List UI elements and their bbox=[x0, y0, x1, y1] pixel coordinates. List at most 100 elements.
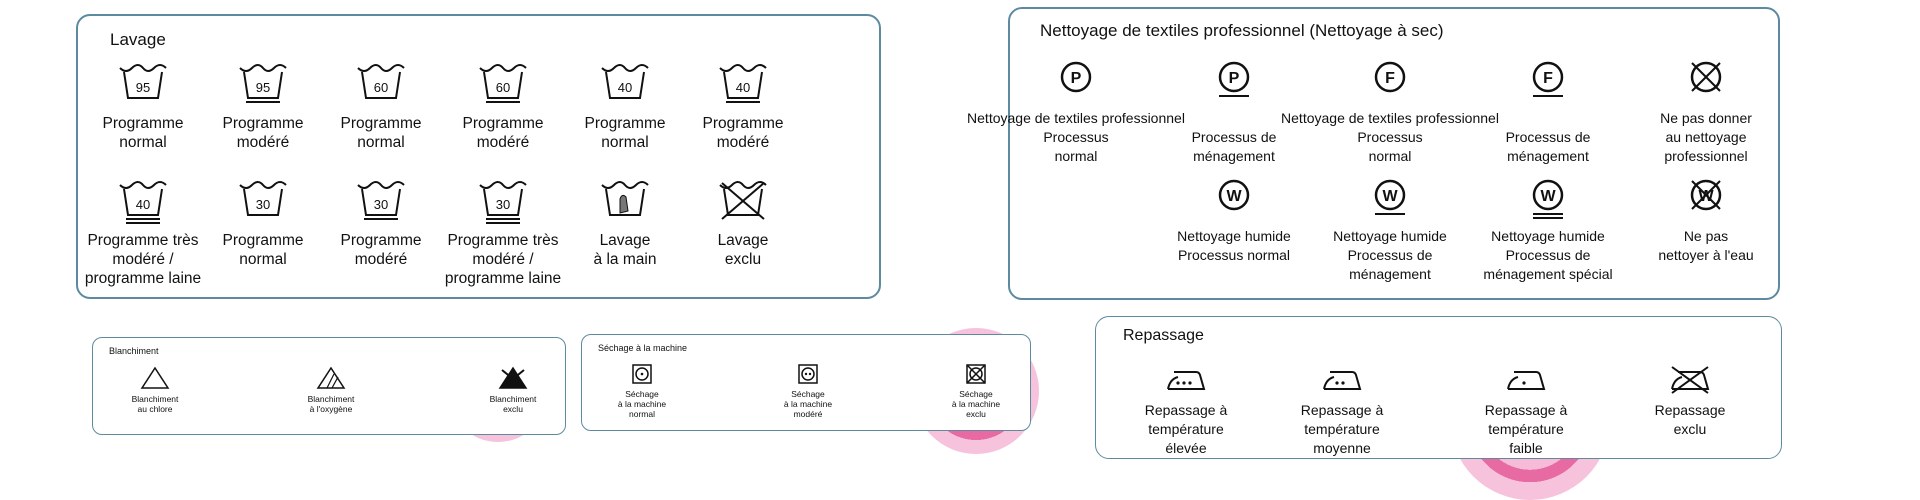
pro-clean-f-icon: F bbox=[1374, 61, 1406, 93]
panel-nettoyage: Nettoyage de textiles professionnel (Net… bbox=[967, 7, 1781, 300]
nettoyage-symbol-4: Ne pas donner au nettoyage professionnel bbox=[1631, 59, 1781, 166]
nettoyage-symbol-5: W Nettoyage humide Processus normal bbox=[1159, 177, 1309, 265]
symbol-label: Repassage à température faible bbox=[1484, 402, 1568, 456]
symbol-label: Programme normal bbox=[222, 232, 304, 268]
svg-text:40: 40 bbox=[736, 80, 750, 95]
symbol-label: Blanchiment à l'oxygène bbox=[307, 394, 355, 414]
symbol-label: Programme modéré bbox=[222, 115, 304, 151]
nettoyage-symbol-2: F Nettoyage de textiles professionnel Pro… bbox=[1255, 59, 1525, 166]
panel-title-repassage: Repassage bbox=[1123, 327, 1204, 344]
sechage-symbol-2: Séchage à la machine exclu bbox=[926, 363, 1026, 419]
pro-clean-w-icon: W bbox=[1532, 179, 1564, 219]
repassage-symbol-1: Repassage à température moyenne bbox=[1282, 365, 1402, 458]
svg-text:95: 95 bbox=[136, 80, 150, 95]
pro-clean-p-icon: P bbox=[1218, 61, 1250, 97]
bleach-chlore-icon bbox=[140, 366, 170, 389]
symbol-label: Repassage à température élevée bbox=[1144, 402, 1228, 456]
svg-text:30: 30 bbox=[256, 197, 270, 212]
panel-title-sechage: Séchage à la machine bbox=[598, 343, 688, 353]
pro-clean-p-icon: P bbox=[1060, 61, 1092, 93]
pro-clean-w-icon: W bbox=[1218, 179, 1250, 211]
tumble-dry-crossed-icon bbox=[966, 364, 986, 384]
symbol-label: Repassage à température moyenne bbox=[1300, 402, 1384, 456]
symbol-label: Séchage à la machine exclu bbox=[951, 389, 1001, 419]
symbol-label: Ne pas donner au nettoyage professionnel bbox=[1660, 110, 1752, 164]
wash-tub-icon: 30 bbox=[239, 181, 287, 216]
svg-text:30: 30 bbox=[496, 197, 510, 212]
iron-crossed-icon bbox=[1671, 366, 1710, 394]
symbol-label: Blanchiment exclu bbox=[489, 394, 537, 414]
tumble-dry-icon bbox=[632, 364, 652, 384]
symbol-label: Ne pas nettoyer à l'eau bbox=[1658, 228, 1754, 263]
hand-wash-icon bbox=[601, 181, 649, 216]
blanchiment-symbol-2: Blanchiment exclu bbox=[463, 366, 563, 414]
panel-title-nettoyage: Nettoyage de textiles professionnel (Net… bbox=[1040, 21, 1444, 40]
svg-text:60: 60 bbox=[374, 80, 388, 95]
symbol-label: Programme modéré bbox=[340, 232, 422, 268]
symbol-label: Programme normal bbox=[340, 115, 422, 151]
blanchiment-symbol-1: Blanchiment à l'oxygène bbox=[281, 366, 381, 414]
wash-tub-icon: 40 bbox=[119, 181, 167, 224]
sechage-symbol-0: Séchage à la machine normal bbox=[592, 363, 692, 419]
wash-tub-icon: 30 bbox=[357, 181, 405, 220]
sechage-symbol-1: Séchage à la machine modéré bbox=[758, 363, 858, 419]
svg-text:P: P bbox=[1071, 70, 1082, 87]
symbol-label: Programme très modéré / programme laine bbox=[444, 232, 562, 287]
symbol-label: Séchage à la machine normal bbox=[617, 389, 667, 419]
symbol-label: Nettoyage humide Processus normal bbox=[1177, 228, 1291, 263]
repassage-symbol-0: Repassage à température élevée bbox=[1126, 365, 1246, 458]
no-professional-clean-icon bbox=[1690, 61, 1722, 93]
svg-text:W: W bbox=[1540, 188, 1556, 205]
panel-title-blanchiment: Blanchiment bbox=[109, 346, 159, 356]
svg-text:F: F bbox=[1543, 70, 1553, 87]
svg-text:60: 60 bbox=[496, 80, 510, 95]
bleach-oxygene-icon bbox=[316, 366, 346, 389]
symbol-label: Processus de ménagement bbox=[1505, 129, 1591, 164]
svg-text:P: P bbox=[1229, 70, 1240, 87]
pro-clean-f-icon: F bbox=[1532, 61, 1564, 97]
panel-repassage: Repassage Repassage à température élevée… bbox=[1095, 316, 1782, 459]
iron-icon bbox=[1323, 371, 1362, 390]
symbol-label: Programme modéré bbox=[462, 115, 544, 151]
symbol-label: Lavage exclu bbox=[717, 232, 769, 268]
symbol-label: Processus de ménagement bbox=[1191, 129, 1277, 164]
repassage-symbol-2: Repassage à température faible bbox=[1466, 365, 1586, 458]
nettoyage-symbol-3: F Processus de ménagement bbox=[1473, 59, 1623, 166]
symbol-label: Blanchiment au chlore bbox=[131, 394, 179, 414]
tumble-dry-icon bbox=[798, 364, 818, 384]
svg-text:F: F bbox=[1385, 70, 1395, 87]
nettoyage-symbol-8: W Ne pas nettoyer à l'eau bbox=[1631, 177, 1781, 265]
no-professional-clean-icon: W bbox=[1690, 179, 1722, 211]
wash-crossed-icon bbox=[719, 181, 767, 220]
svg-text:30: 30 bbox=[374, 197, 388, 212]
wash-tub-icon: 30 bbox=[479, 181, 527, 224]
bleach-exclu-icon bbox=[498, 366, 528, 389]
pro-clean-w-icon: W bbox=[1374, 179, 1406, 215]
svg-text:W: W bbox=[1226, 188, 1242, 205]
wash-tub-icon: 40 bbox=[601, 64, 649, 99]
wash-tub-icon: 60 bbox=[479, 64, 527, 103]
iron-icon bbox=[1167, 371, 1206, 390]
wash-tub-icon: 95 bbox=[239, 64, 287, 103]
iron-icon bbox=[1507, 371, 1546, 390]
symbol-label: Programme normal bbox=[102, 115, 184, 151]
lavage-symbol-10: Lavage à la main bbox=[560, 181, 690, 269]
svg-text:W: W bbox=[1382, 188, 1398, 205]
symbol-label: Programme modéré bbox=[702, 115, 784, 151]
symbol-label: Programme très modéré / programme laine bbox=[84, 232, 202, 287]
svg-text:40: 40 bbox=[136, 197, 150, 212]
panel-sechage: Séchage à la machine Séchage à la machin… bbox=[581, 334, 1031, 431]
symbol-label: Nettoyage de textiles professionnel Proc… bbox=[1281, 110, 1499, 164]
